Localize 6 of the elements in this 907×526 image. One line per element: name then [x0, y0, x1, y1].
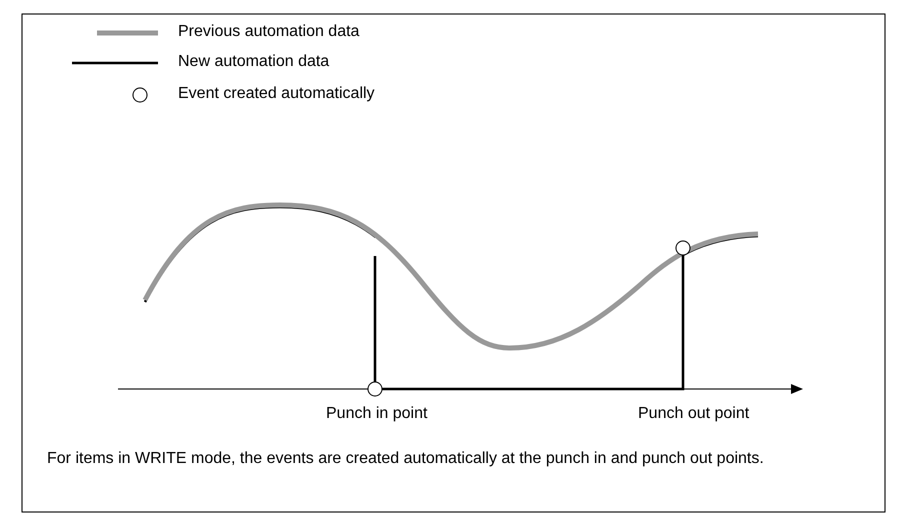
legend-label: Previous automation data	[178, 23, 360, 41]
legend-label: New automation data	[178, 53, 330, 71]
legend-label: Event created automatically	[178, 85, 375, 103]
point-label: Punch in point	[326, 405, 428, 423]
caption-text: For items in WRITE mode, the events are created automatically at the punch in and punch out points.	[47, 449, 765, 469]
point-label: Punch out point	[638, 405, 750, 423]
